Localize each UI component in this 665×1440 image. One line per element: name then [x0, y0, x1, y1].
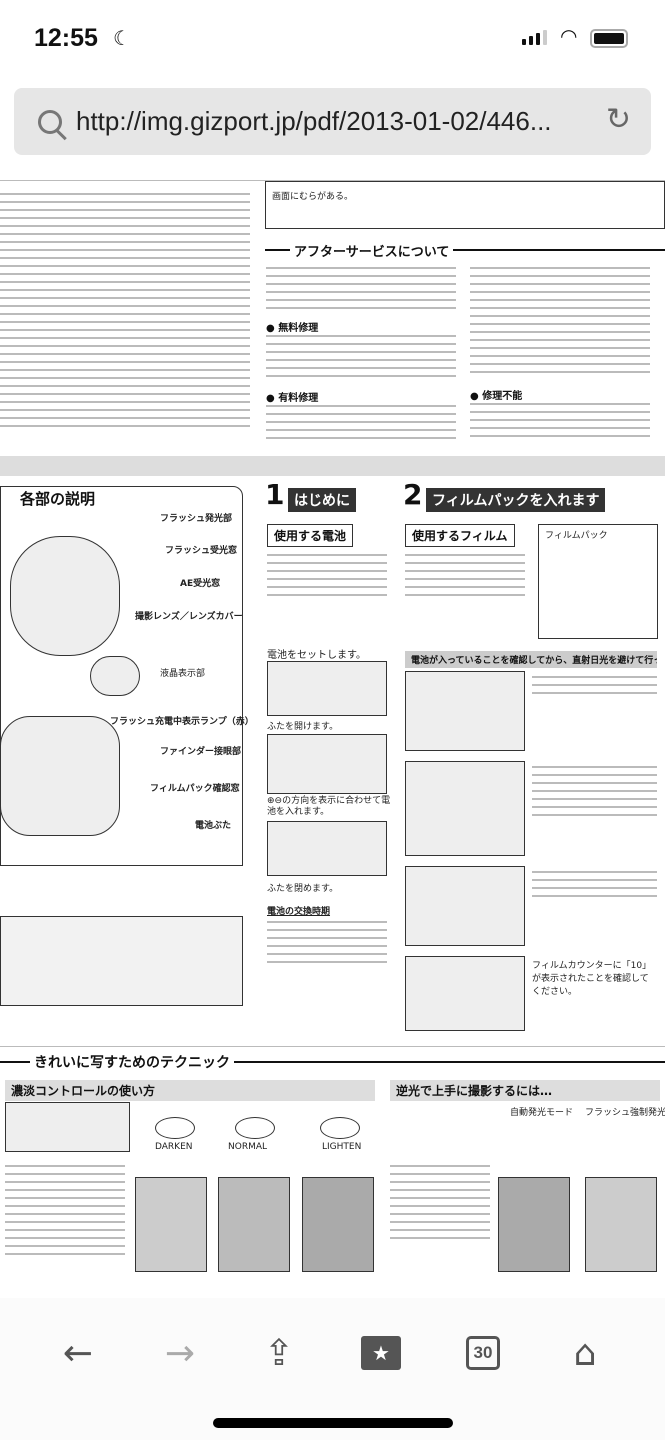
- after-service-heading: アフターサービスについて: [290, 241, 454, 260]
- mode-darken: DARKEN: [155, 1142, 193, 1152]
- tabs-button[interactable]: 30: [458, 1328, 508, 1378]
- arrow-left-icon: ←: [62, 1332, 94, 1374]
- step-text: ふたを開けます。: [267, 722, 339, 732]
- tabs-icon: 30: [466, 1336, 500, 1370]
- photo-normal: [218, 1177, 290, 1272]
- contrast-control-illustration: [5, 1102, 130, 1152]
- part-label: ファインダー接眼部: [160, 747, 242, 757]
- part-label: 液晶表示部: [160, 669, 206, 679]
- signal-icon: [522, 30, 547, 45]
- home-indicator[interactable]: [213, 1418, 453, 1428]
- bookmarks-button[interactable]: ★: [356, 1328, 406, 1378]
- address-bar[interactable]: http://img.gizport.jp/pdf/2013-01-02/446…: [14, 88, 651, 155]
- film-step2: [405, 761, 525, 856]
- part-label: フィルムパック確認窓: [150, 784, 240, 794]
- battery-icon: [590, 29, 628, 48]
- flash-auto-label: 自動発光モード: [510, 1108, 574, 1118]
- contrast-subheading: 濃淡コントロールの使い方: [5, 1080, 375, 1101]
- bookmark-folder-icon: ★: [361, 1336, 401, 1370]
- photo-backlit: [498, 1177, 570, 1272]
- camera-back-illustration: [0, 716, 120, 836]
- film-step3: [405, 866, 525, 946]
- mode-normal: NORMAL: [228, 1142, 268, 1152]
- step1-title: はじめに: [288, 488, 356, 512]
- home-button[interactable]: ⌂: [560, 1328, 610, 1378]
- parts-heading: 各部の説明: [20, 490, 96, 508]
- film-pack-label: フィルムパック: [545, 531, 608, 541]
- step-text: ふたを閉めます。: [267, 884, 339, 894]
- clock: 12:55: [34, 24, 98, 52]
- forward-button[interactable]: →: [155, 1328, 205, 1378]
- battery-instruction: 電池をセットします。: [267, 650, 366, 661]
- arrow-right-icon: →: [164, 1332, 196, 1374]
- part-label: フラッシュ発光部: [160, 514, 233, 524]
- counter-text: フィルムカウンターに「10」が表示されたことを確認してください。: [532, 961, 652, 997]
- url-text[interactable]: http://img.gizport.jp/pdf/2013-01-02/446…: [76, 106, 552, 136]
- step-text: ⊕⊖の方向を表示に合わせて電池を入れます。: [267, 796, 391, 817]
- film-step4: [405, 956, 525, 1031]
- lcd-illustration: [90, 656, 140, 696]
- camera-front-illustration: [10, 536, 120, 656]
- part-label: 撮影レンズ／レンズカバー: [135, 612, 243, 622]
- parts-panel: [0, 486, 243, 866]
- battery-step2: [267, 734, 387, 794]
- film-pack-box: [538, 524, 658, 639]
- flash-forced-label: フラッシュ強制発光モード: [585, 1108, 665, 1118]
- holding-camera-illustration: [0, 916, 243, 1006]
- status-bar: 12:55 ☾ ◠: [0, 0, 665, 76]
- paid-repair-heading: ● 有料修理: [266, 393, 319, 404]
- part-label: AE受光窓: [180, 579, 221, 589]
- battery-label: 使用する電池: [267, 524, 354, 547]
- film-step1: [405, 671, 525, 751]
- battery-change-heading: 電池の交換時期: [267, 907, 331, 917]
- wifi-icon: ◠: [560, 24, 578, 48]
- photo-darken: [135, 1177, 207, 1272]
- back-button[interactable]: ←: [53, 1328, 103, 1378]
- unrepairable-heading: ● 修理不能: [470, 391, 523, 402]
- part-label: フラッシュ充電中表示ランプ（赤）: [110, 717, 254, 727]
- part-label: 電池ぶた: [195, 821, 232, 831]
- home-icon: ⌂: [573, 1332, 597, 1374]
- step-number: 2: [403, 478, 423, 511]
- table-cell: 画面にむらがある。: [272, 192, 354, 202]
- battery-step1: [267, 661, 387, 716]
- battery-step3: [267, 821, 387, 876]
- share-icon: ⇪: [263, 1332, 295, 1374]
- film-label: 使用するフィルム: [405, 524, 515, 547]
- free-repair-heading: ● 無料修理: [266, 323, 319, 334]
- page-after-service: 画面にむらがある。 アフターサービスについて ● 無料修理 ● 有料修理 ● 修…: [0, 181, 665, 456]
- page-getting-started: 各部の説明 フラッシュ発光部 フラッシュ受光窓 AE受光窓 撮影レンズ／レンズカ…: [0, 476, 665, 1046]
- step-number: 1: [265, 478, 285, 511]
- photo-flash: [585, 1177, 657, 1272]
- page-technique: きれいに写すためのテクニック 濃淡コントロールの使い方 逆光で上手に撮影するには…: [0, 1046, 665, 1298]
- check-note: 電池が入っていることを確認してから、直射日光を避けて行ってください。: [405, 651, 657, 668]
- share-button[interactable]: ⇪: [254, 1328, 304, 1378]
- step2-title: フィルムパックを入れます: [426, 488, 606, 512]
- technique-heading: きれいに写すためのテクニック: [30, 1052, 234, 1072]
- moon-icon: ☾: [113, 26, 131, 50]
- reload-icon[interactable]: ↻: [605, 102, 631, 137]
- backlight-subheading: 逆光で上手に撮影するには…: [390, 1080, 660, 1101]
- mode-lighten: LIGHTEN: [322, 1142, 362, 1152]
- part-label: フラッシュ受光窓: [165, 546, 238, 556]
- pdf-document[interactable]: 画面にむらがある。 アフターサービスについて ● 無料修理 ● 有料修理 ● 修…: [0, 180, 665, 1298]
- photo-lighten: [302, 1177, 374, 1272]
- search-icon: [38, 109, 62, 134]
- browser-toolbar: ← → ⇪ ★ 30 ⌂: [0, 1298, 665, 1440]
